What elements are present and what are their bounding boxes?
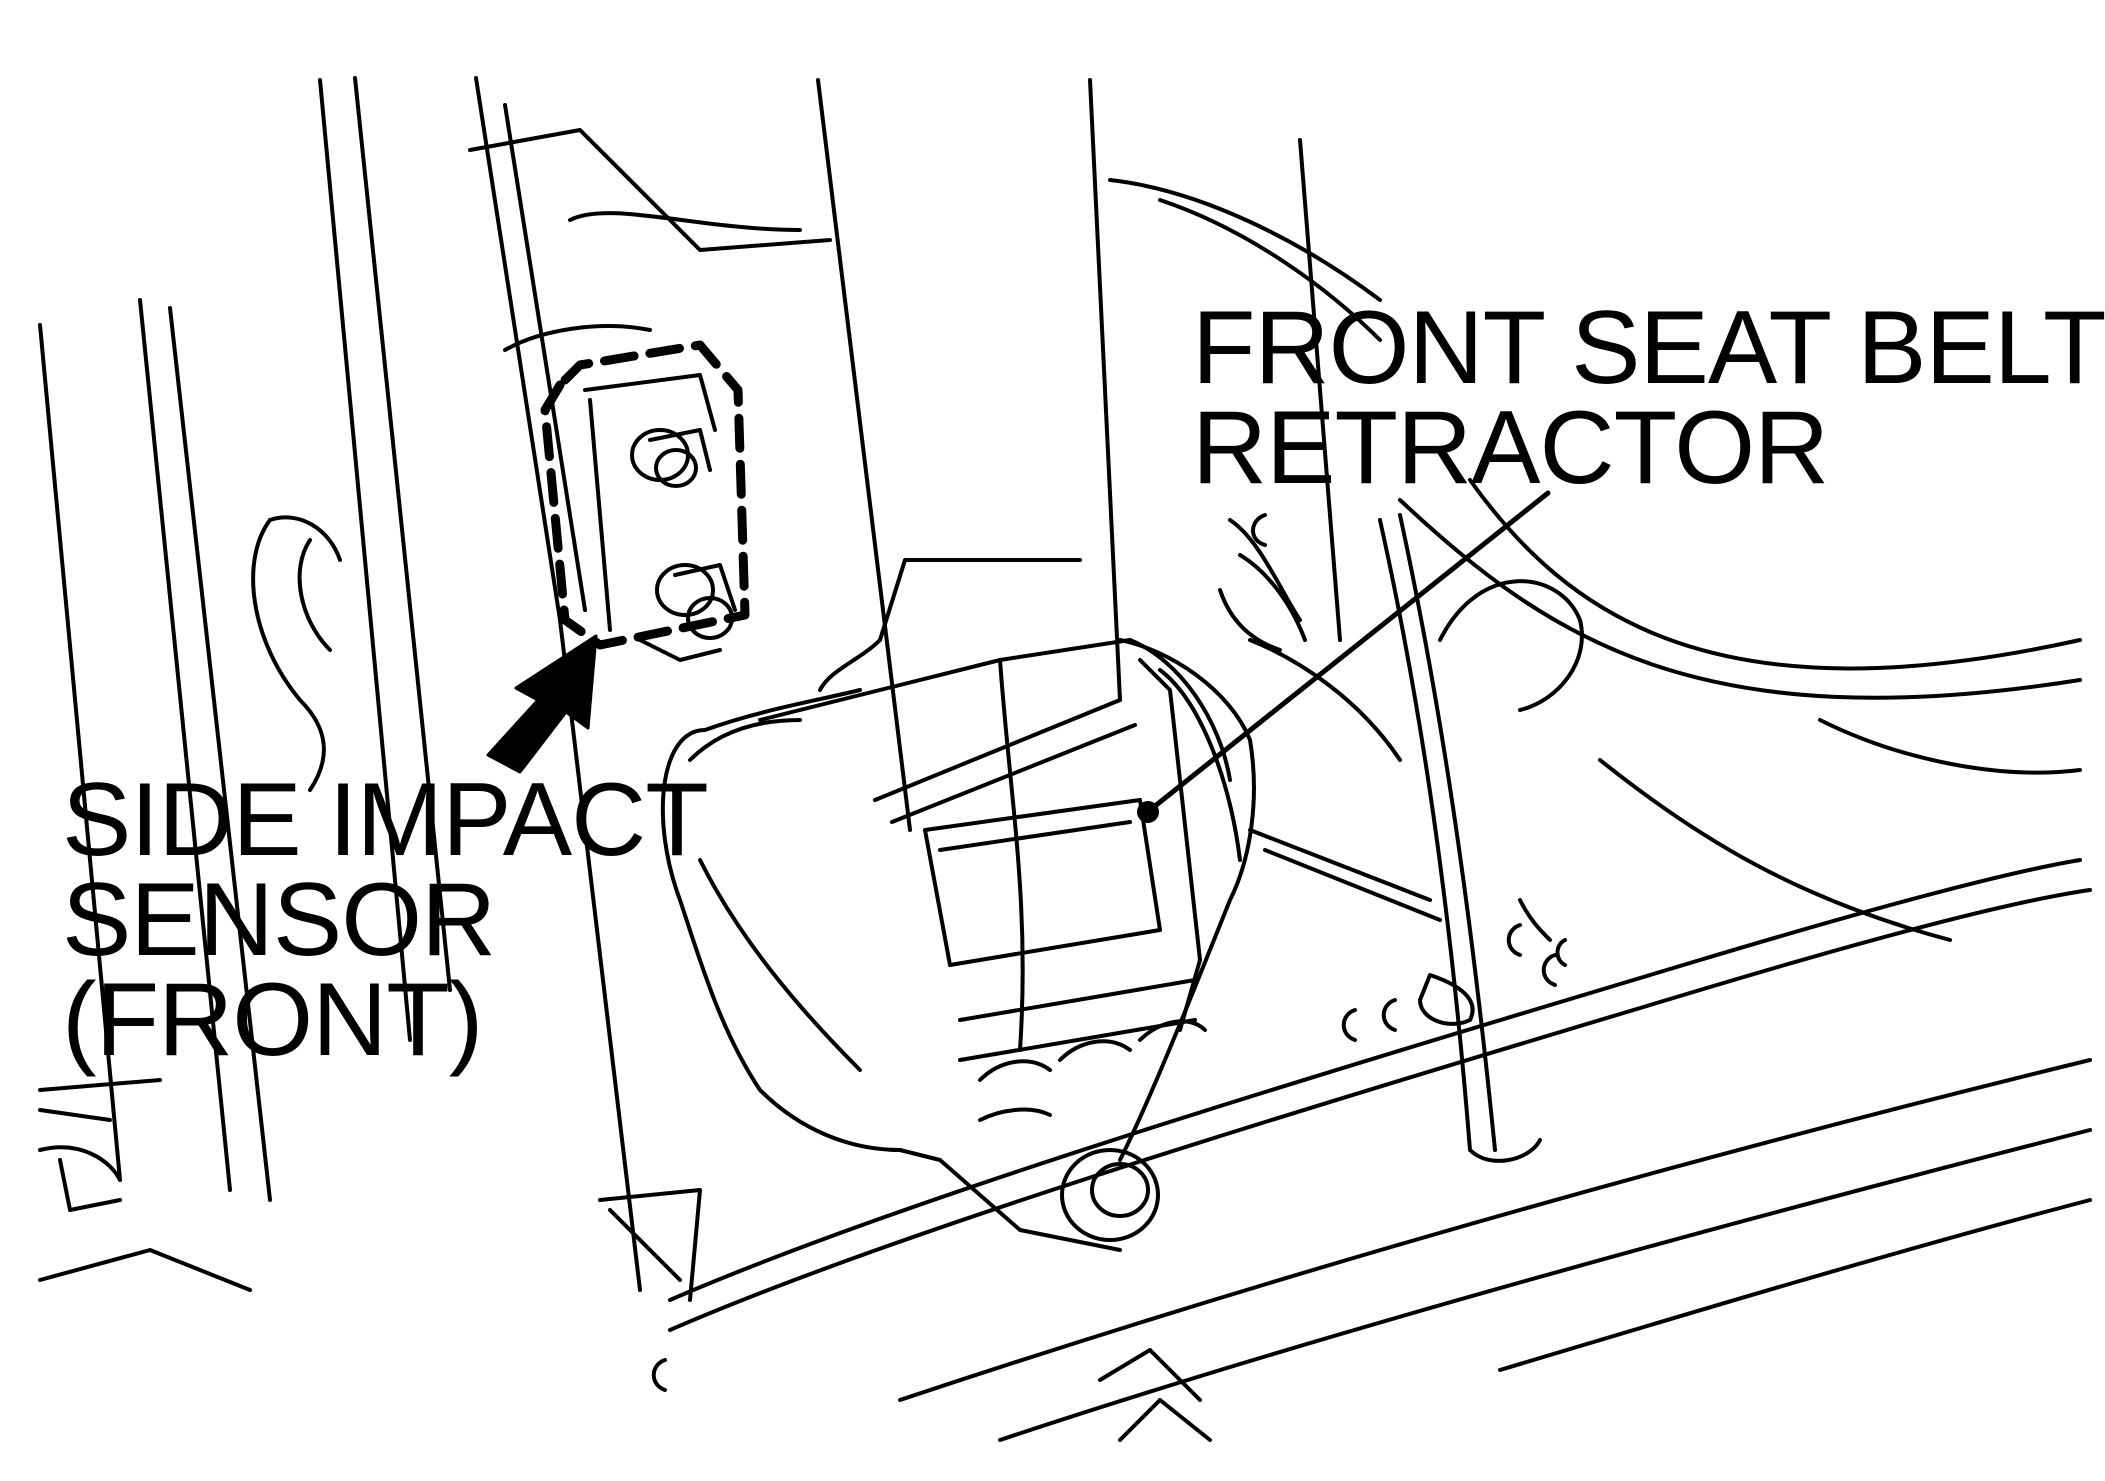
retractor-label: FRONT SEAT BELT RETRACTOR [1192,290,2105,506]
retractor-leader-dot [1137,801,1159,823]
pillar-lines [38,76,642,1292]
retractor-leader-line [1147,490,1551,813]
wire-harness [1248,513,1542,1163]
floor-contours [1108,138,2082,942]
sensor-label-line2: SENSOR [62,862,496,978]
floor-rail [668,858,2092,1442]
left-bracket [38,515,702,1302]
retractor-knob [1060,1148,1160,1242]
sensor-label: SIDE IMPACT SENSOR (FRONT) [62,762,709,1078]
sensor-label-line1: SIDE IMPACT [62,762,709,878]
sensor-label-line3: (FRONT) [62,962,483,1078]
seat-belt-webbing [816,78,1137,832]
sensor-pointer-arrow [486,634,598,774]
pillar-trim [468,128,1082,692]
sensor-outline [540,340,750,650]
retractor-body [660,638,1256,1252]
retractor-label-line1: FRONT SEAT BELT [1192,290,2105,406]
retractor-label-line2: RETRACTOR [1192,390,1829,506]
clip-markers [651,513,1567,1392]
